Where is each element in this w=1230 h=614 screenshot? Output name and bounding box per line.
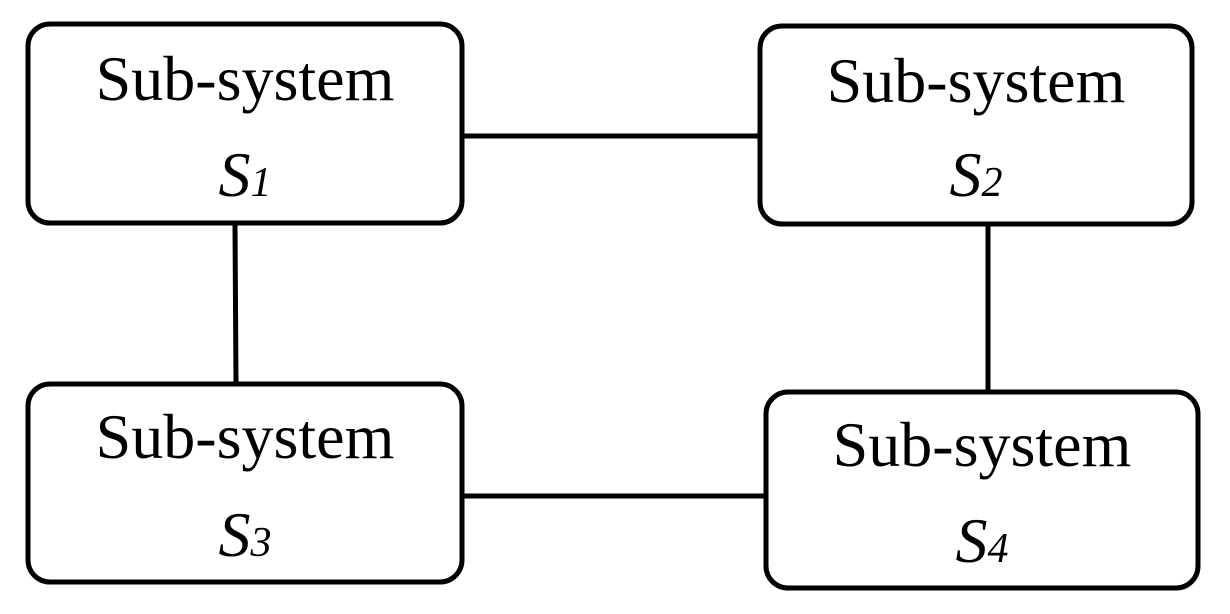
node-s1-title: Sub-system (96, 43, 395, 114)
node-s4-symbol: S4 (956, 505, 1009, 576)
node-s3-symbol: S3 (219, 499, 272, 570)
node-s4-box (763, 389, 1201, 591)
node-s2-symbol: S2 (950, 139, 1003, 210)
node-s2: Sub-system S2 (757, 23, 1195, 227)
node-s3-box (25, 381, 465, 585)
node-s3-subscript: 3 (250, 520, 272, 566)
node-s4: Sub-system S4 (763, 389, 1201, 591)
node-s1-box (25, 21, 465, 226)
node-s3-title: Sub-system (96, 401, 395, 472)
node-s2-box (757, 23, 1195, 227)
node-s2-title: Sub-system (827, 45, 1126, 116)
node-s1: Sub-system S1 (25, 21, 465, 226)
node-s1-subscript: 1 (251, 160, 272, 206)
node-s2-subscript: 2 (982, 160, 1003, 206)
edge-s1-s3 (232, 223, 239, 385)
node-s4-subscript: 4 (988, 526, 1009, 572)
node-s3: Sub-system S3 (25, 381, 465, 585)
node-s1-symbol: S1 (219, 139, 272, 210)
node-s4-title: Sub-system (833, 409, 1132, 480)
